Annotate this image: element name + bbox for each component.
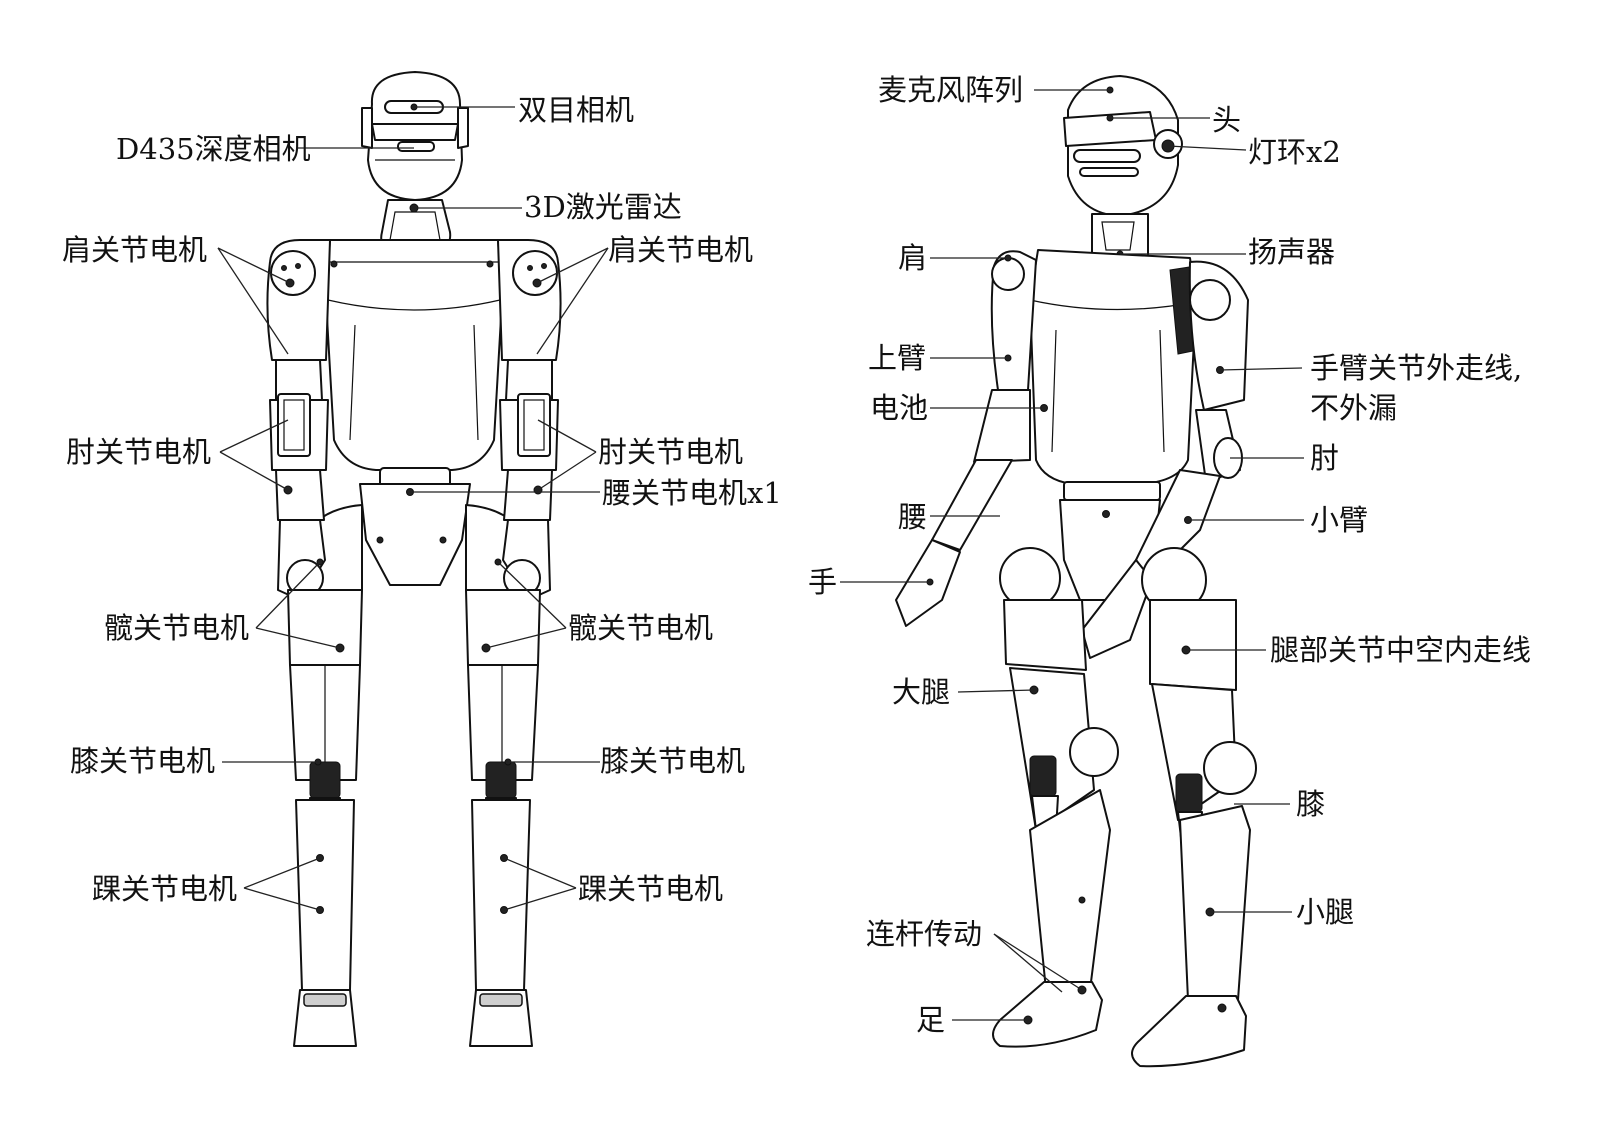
label-ankle-motor-left: 踝关节电机	[92, 872, 237, 906]
label-head: 头	[1212, 103, 1241, 137]
label-light-ring: 灯环x2	[1248, 135, 1341, 169]
label-elbow: 肘	[1310, 441, 1339, 475]
label-shank: 小腿	[1296, 895, 1354, 929]
label-knee: 膝	[1296, 787, 1325, 821]
label-upper-arm: 上臂	[868, 341, 926, 375]
label-hand: 手	[808, 565, 837, 599]
side-far-arm	[895, 250, 1037, 627]
label-3d-lidar: 3D激光雷达	[524, 190, 682, 224]
front-right-arm	[494, 239, 562, 601]
front-left-arm	[266, 239, 331, 601]
label-shoulder-motor-left: 肩关节电机	[62, 233, 207, 267]
label-foot: 足	[916, 1003, 945, 1037]
label-hip-motor-left: 髋关节电机	[104, 611, 249, 645]
label-arm-routing-2: 不外漏	[1310, 391, 1397, 425]
side-head	[1063, 75, 1183, 217]
label-thigh: 大腿	[892, 675, 950, 709]
front-left-leg	[287, 589, 363, 1047]
label-shoulder-motor-right: 肩关节电机	[608, 233, 753, 267]
label-elbow-motor-left: 肘关节电机	[66, 435, 211, 469]
label-ankle-motor-right: 踝关节电机	[578, 872, 723, 906]
label-stereo-camera: 双目相机	[518, 93, 634, 127]
label-knee-motor-left: 膝关节电机	[70, 744, 215, 778]
side-near-leg	[1131, 547, 1257, 1068]
label-leg-routing: 腿部关节中空内走线	[1270, 633, 1531, 667]
label-d435-camera: D435深度相机	[116, 132, 311, 166]
label-mic-array: 麦克风阵列	[878, 73, 1023, 107]
label-shoulder: 肩	[898, 241, 927, 275]
side-leaders	[840, 89, 1304, 1021]
label-linkage: 连杆传动	[866, 917, 982, 951]
front-leaders	[217, 106, 609, 911]
side-labels: 麦克风阵列 头 灯环x2 肩 扬声器 上臂 电池 手臂关节外走线, 不外漏 肘 …	[808, 73, 1531, 1037]
front-torso	[325, 239, 503, 471]
side-far-leg	[992, 547, 1119, 1048]
side-robot	[895, 75, 1257, 1068]
front-neck	[380, 199, 452, 249]
side-torso	[1029, 249, 1199, 485]
label-arm-routing-1: 手臂关节外走线,	[1310, 351, 1522, 385]
label-waist: 腰	[898, 500, 927, 534]
label-forearm: 小臂	[1310, 503, 1368, 537]
front-pelvis	[299, 467, 529, 591]
front-head	[361, 71, 469, 201]
label-elbow-motor-right: 肘关节电机	[598, 435, 743, 469]
front-labels: 双目相机 D435深度相机 3D激光雷达 肩关节电机 肩关节电机 肘关节电机 肘…	[62, 93, 782, 906]
label-knee-motor-right: 膝关节电机	[600, 744, 745, 778]
label-hip-motor-right: 髋关节电机	[568, 611, 713, 645]
label-battery: 电池	[870, 391, 928, 425]
label-waist-motor: 腰关节电机x1	[602, 476, 782, 510]
label-speaker: 扬声器	[1248, 235, 1335, 269]
front-robot	[266, 71, 562, 1047]
front-right-leg	[465, 589, 541, 1047]
